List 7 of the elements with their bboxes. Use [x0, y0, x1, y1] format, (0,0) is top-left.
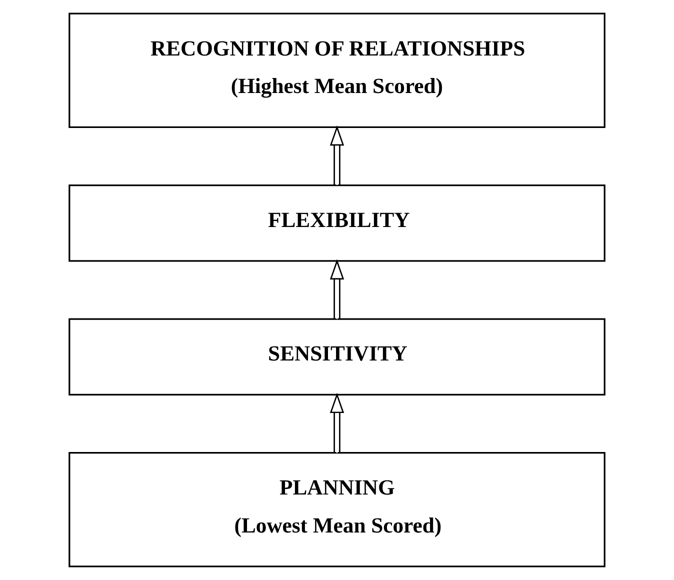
node-box: FLEXIBILITY: [68, 184, 606, 262]
arrow: [330, 259, 344, 320]
arrow: [330, 125, 344, 186]
arrow: [330, 392, 344, 453]
node-box: SENSITIVITY: [68, 318, 606, 396]
node-box: RECOGNITION OF RELATIONSHIPS (Highest Mean Scored): [68, 12, 606, 128]
node-box: PLANNING (Lowest Mean Scored): [68, 452, 606, 568]
